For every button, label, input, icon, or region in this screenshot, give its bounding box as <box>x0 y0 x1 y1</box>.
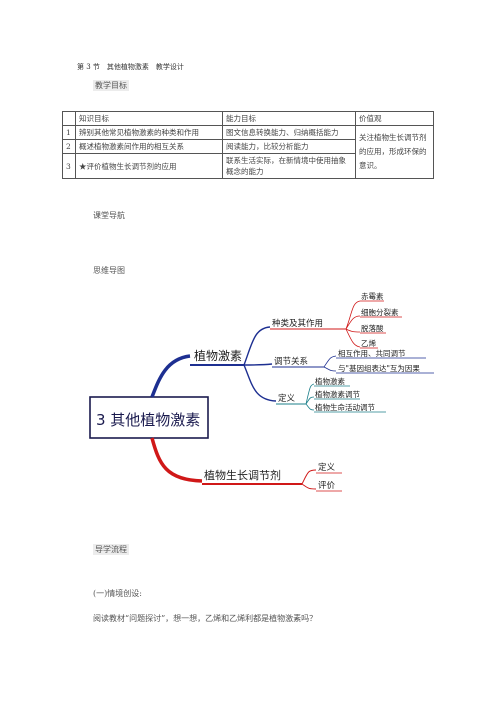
leaf-gene-expression: 与"基因组表达"互为因果 <box>338 363 420 373</box>
scenario-heading: (一)情境创设: <box>93 589 142 598</box>
leaf-gibberellin: 赤霉素 <box>361 291 384 301</box>
table-row: 2 概述植物激素间作用的相互关系 阅读能力，比较分析能力 <box>62 139 434 154</box>
sub2-label: 调节关系 <box>274 356 308 367</box>
root-box <box>89 396 209 439</box>
leaf-plant-hormone: 植物激素 <box>315 376 345 386</box>
leaf-regulator-evaluation: 评价 <box>318 481 336 491</box>
branch2-connector <box>150 437 203 483</box>
values-cell: 关注植物生长调节剂的应用，形成环保的意识。 <box>355 125 434 179</box>
header-values: 价值观 <box>355 111 434 126</box>
leaf-ethylene: 乙烯 <box>361 338 376 348</box>
branch1-connector <box>150 354 191 398</box>
page-title: 第 3 节 其他植物激素 教学设计 <box>77 63 184 71</box>
header-knowledge: 知识目标 <box>75 111 223 126</box>
root-label: 3 其他植物激素 <box>96 411 200 429</box>
scenario-question: 阅读教材“问题探讨”，想一想，乙烯和乙烯利都是植物激素吗？ <box>93 614 318 623</box>
leaf-life-activity-regulation: 植物生命活动调节 <box>315 402 375 412</box>
leaf-abscisic-acid: 脱落酸 <box>361 323 384 333</box>
section-nav-heading: 课堂导航 <box>93 211 125 220</box>
branch2-label: 植物生长调节剂 <box>204 468 281 482</box>
goals-table: 知识目标 能力目标 价值观 1 辨别其他常见植物激素的种类和作用 图文信息转换能… <box>62 111 434 179</box>
table-row: 3 ★评价植物生长调节剂的应用 联系生活实际，在新情境中使用抽象概念的能力 <box>62 153 434 179</box>
leaf-regulator-definition: 定义 <box>318 462 336 473</box>
branch1-label: 植物激素 <box>194 348 242 363</box>
section-mindmap-heading: 思维导图 <box>93 266 125 275</box>
table-header-row: 知识目标 能力目标 价值观 <box>62 111 434 126</box>
header-ability: 能力目标 <box>222 111 356 126</box>
leaf-hormone-regulation: 植物激素调节 <box>315 389 360 399</box>
sub1-label: 种类及其作用 <box>272 318 323 329</box>
leaf-cytokinin: 细胞分裂素 <box>361 307 399 317</box>
section-flow-heading: 导学流程 <box>93 544 129 555</box>
sub3-label: 定义 <box>278 393 296 404</box>
mind-map: 3 其他植物激素 植物激素 种类及其作用 赤霉素 细胞分裂素 脱落酸 乙烯 调节… <box>89 291 434 492</box>
table-row: 1 辨别其他常见植物激素的种类和作用 图文信息转换能力、归纳概括能力 关注植物生… <box>62 125 434 179</box>
leaf-interaction: 相互作用、共同调节 <box>338 348 406 358</box>
section-goals-heading: 教学目标 <box>93 80 129 91</box>
